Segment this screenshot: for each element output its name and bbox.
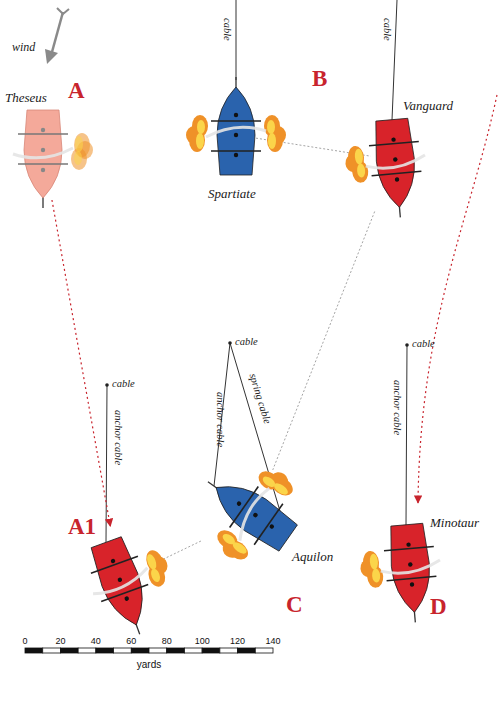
position-letter: C: [286, 592, 303, 618]
scale-number: 80: [162, 636, 172, 646]
ship: A1: [84, 526, 156, 634]
line-of-fire: [273, 212, 375, 470]
scale-number: 20: [55, 636, 65, 646]
ship: Minotaur: [386, 513, 435, 616]
ship-name: Minotaur: [430, 515, 479, 531]
scale-number: 60: [126, 636, 136, 646]
cable-label: anchor cable: [113, 410, 124, 465]
position-letter: A1: [68, 514, 96, 540]
cable-label: spring cable: [247, 372, 273, 425]
ship-hull: [88, 536, 154, 632]
position-letter: D: [430, 594, 447, 620]
wind-label: wind: [12, 40, 35, 55]
ship: Spartiate: [216, 85, 256, 185]
gun-smoke: [71, 133, 93, 170]
position-letter: A: [68, 78, 85, 104]
ship-name: Spartiate: [208, 186, 256, 202]
cable-label: anchor cable: [392, 380, 403, 435]
ship-hull: [205, 472, 299, 554]
gun-smoke: [359, 550, 384, 589]
ship: Aquilon: [203, 470, 308, 560]
ship-name: Theseus: [5, 90, 47, 106]
ship-shape: [386, 513, 435, 616]
scale-bar: [25, 648, 273, 653]
gun-smoke: [264, 115, 286, 152]
ship: Vanguard: [371, 108, 420, 211]
ship-shape: [216, 85, 256, 185]
position-letter: B: [312, 66, 327, 92]
cable-label: cable: [235, 336, 258, 347]
cable-label: cable: [382, 18, 393, 41]
gun-smoke: [186, 115, 208, 152]
ship-shape: [371, 108, 420, 211]
cable-label: cable: [112, 378, 135, 389]
scale-number: 40: [91, 636, 101, 646]
scale-unit: yards: [137, 659, 161, 670]
ship-name: Aquilon: [292, 549, 333, 565]
gun-smoke: [344, 145, 369, 184]
cable-label: cable: [222, 18, 233, 41]
scale-number: 100: [195, 636, 210, 646]
scale-number: 0: [22, 636, 27, 646]
ship-shape: [23, 100, 63, 200]
scale-number: 140: [265, 636, 280, 646]
ship-shape: [84, 526, 156, 634]
cable-lines: [106, 0, 407, 542]
wind-arrow: [45, 8, 69, 64]
cable-label: cable: [412, 338, 435, 349]
ship-shape: [203, 470, 308, 560]
ship-track: [418, 95, 497, 503]
ship-name: Vanguard: [403, 98, 453, 114]
scale-number: 120: [230, 636, 245, 646]
ship: Theseus: [23, 100, 63, 200]
ship-track: [52, 200, 110, 526]
cable-label: anchor cable: [215, 392, 226, 447]
